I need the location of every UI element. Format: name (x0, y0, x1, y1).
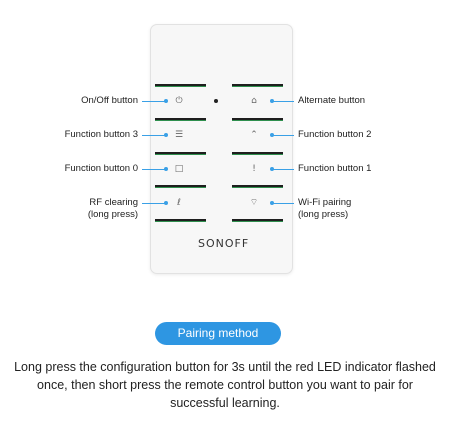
button-divider (232, 152, 283, 155)
rf-clearing-label: RF clearing (long press) (60, 197, 138, 221)
button-divider (232, 185, 283, 188)
pairing-description: Long press the configuration button for … (14, 360, 436, 410)
button-divider (155, 84, 206, 87)
wifi-pairing-label-line2: (long press) (298, 209, 349, 220)
button-divider (155, 152, 206, 155)
function-0-icon[interactable]: □ (174, 164, 184, 174)
button-divider (155, 118, 206, 121)
onoff-icon[interactable]: ⏻ (175, 96, 183, 106)
wifi-icon[interactable]: ⌔ (249, 198, 259, 208)
rf-clearing-connector (142, 203, 166, 204)
button-divider (155, 219, 206, 222)
function-0-connector-dot (164, 167, 168, 171)
rf-clearing-label-line2: (long press) (87, 209, 138, 220)
rf-clear-icon[interactable]: ℓ (177, 198, 181, 208)
function-2-label: Function button 2 (298, 129, 372, 140)
function-2-connector (272, 135, 294, 136)
function-0-label: Function button 0 (64, 163, 138, 174)
function-3-connector (142, 135, 166, 136)
function-1-label: Function button 1 (298, 163, 372, 174)
function-1-icon[interactable]: ! (252, 164, 256, 174)
wifi-pairing-label: Wi-Fi pairing (long press) (298, 197, 351, 221)
onoff-connector-dot (164, 99, 168, 103)
function-3-icon[interactable]: ☰ (174, 130, 184, 140)
button-divider (155, 185, 206, 188)
function-1-connector (272, 169, 294, 170)
wifi-pairing-connector (272, 203, 294, 204)
button-divider (232, 219, 283, 222)
led-indicator (214, 99, 218, 103)
rf-clearing-connector-dot (164, 201, 168, 205)
pairing-method-button[interactable]: Pairing method (155, 322, 281, 345)
onoff-connector (142, 101, 166, 102)
function-2-icon[interactable]: ⌃ (250, 130, 258, 140)
function-0-connector (142, 169, 166, 170)
sonoff-logo: SONOFF (198, 237, 250, 250)
alternate-connector (272, 101, 294, 102)
button-divider (232, 84, 283, 87)
onoff-label: On/Off button (81, 95, 138, 106)
rf-clearing-label-line1: RF clearing (89, 197, 138, 208)
button-divider (232, 118, 283, 121)
remote-control-body (150, 24, 293, 274)
function-3-connector-dot (164, 133, 168, 137)
wifi-pairing-label-line1: Wi-Fi pairing (298, 197, 352, 208)
alternate-icon[interactable]: ⌂ (251, 96, 257, 106)
function-3-label: Function button 3 (64, 129, 138, 140)
alternate-label: Alternate button (298, 95, 366, 106)
